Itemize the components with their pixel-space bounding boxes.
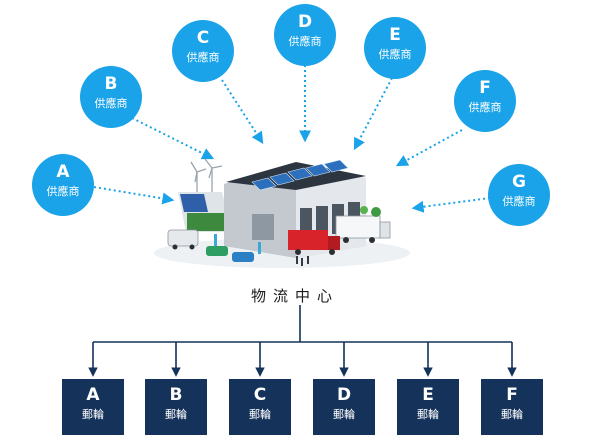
arrow-supplier-a [93,186,175,205]
supplier-label: 供應商 [502,195,536,208]
supplier-g: G 供應商 [488,164,550,226]
supplier-label: 供應商 [186,51,220,64]
destination-c: C 郵輪 [229,379,291,435]
destination-b: B 郵輪 [145,379,207,435]
supplier-e: E 供應商 [364,17,426,79]
supplier-letter: F [479,78,491,98]
destination-a: A 郵輪 [62,379,124,435]
destination-letter: F [506,385,518,405]
supplier-b: B 供應商 [80,66,142,128]
logistics-center-label: 物流中心 [250,287,339,305]
destination-e: E 郵輪 [397,379,459,435]
destination-letter: E [422,385,434,405]
warehouse-illustration [154,158,410,268]
supplier-label: 供應商 [468,101,502,114]
supplier-label: 供應商 [94,97,128,110]
arrow-supplier-e [353,77,393,151]
supplier-a: A 供應商 [32,154,94,216]
arrow-supplier-g [411,197,491,213]
destination-label: 郵輪 [165,408,187,421]
destination-letter: B [169,385,183,405]
destination-f: F 郵輪 [481,379,543,435]
destination-label: 郵輪 [417,408,439,421]
supplier-letter: C [196,28,210,48]
destination-letter: C [253,385,267,405]
supplier-label: 供應商 [46,185,80,198]
supplier-letter: D [297,12,313,32]
destination-letter: D [336,385,352,405]
arrow-supplier-b [131,117,215,160]
supplier-label: 供應商 [378,48,412,61]
destination-d: D 郵輪 [313,379,375,435]
supplier-letter: B [104,74,118,94]
arrow-supplier-c [221,79,264,145]
supplier-c: C 供應商 [172,20,234,82]
supplier-f: F 供應商 [454,70,516,132]
supplier-letter: E [389,25,401,45]
supplier-letter: A [56,162,70,182]
supplier-label: 供應商 [288,35,322,48]
destination-label: 郵輪 [249,408,271,421]
supplier-letter: G [512,172,526,192]
destination-label: 郵輪 [333,408,355,421]
destination-label: 郵輪 [82,408,104,421]
arrow-supplier-f [395,129,463,167]
supplier-d: D 供應商 [274,4,336,66]
destination-letter: A [86,385,100,405]
destination-label: 郵輪 [501,408,523,421]
